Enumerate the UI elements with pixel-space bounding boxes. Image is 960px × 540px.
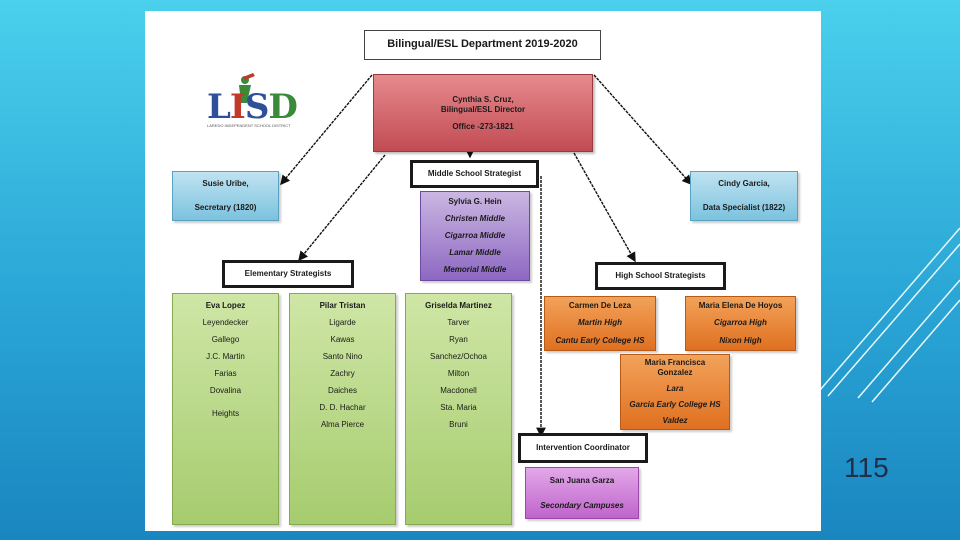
org-chart-sheet: Bilingual/ESL Department 2019-2020 LISD … [145, 11, 821, 531]
elementary-column-1: Eva Lopez Leyendecker Gallego J.C. Marti… [172, 293, 279, 525]
elementary-school: Heights [211, 408, 240, 418]
elementary-school: Tarver [447, 317, 470, 327]
high-school-item: Lara [666, 384, 684, 393]
high-school-item: Cigarroa High [714, 318, 767, 328]
lisd-logo: LISD LAREDO INDEPENDENT SCHOOL DISTRICT [207, 73, 298, 131]
high-school-box-3: Maria Francisca Gonzalez Lara Garcia Ear… [620, 354, 730, 430]
high-school-box-2: Maria Elena De Hoyos Cigarroa High Nixon… [685, 296, 796, 351]
high-school-item: Garcia Early College HS [629, 400, 721, 409]
elementary-school: Farias [214, 368, 237, 378]
elementary-column-2: Pilar Tristan Ligarde Kawas Santo Nino Z… [289, 293, 396, 525]
elementary-school: Ligarde [329, 317, 356, 327]
middle-school-item: Christen Middle [444, 214, 505, 224]
elementary-school: Santo Nino [322, 351, 363, 361]
elementary-strategist: Pilar Tristan [319, 300, 366, 310]
secretary-box: Susie Uribe, Secretary (1820) [172, 171, 279, 221]
data-specialist-name: Cindy Garcia, [718, 179, 770, 188]
elementary-label: Elementary Strategists [222, 260, 354, 288]
middle-school-box: Sylvia G. Hein Christen Middle Cigarroa … [420, 191, 530, 281]
logo-letter-d: D [268, 87, 298, 127]
connector-arrows [280, 74, 692, 438]
director-box: Cynthia S. Cruz, Bilingual/ESL Director … [373, 74, 593, 152]
high-school-strategist: Maria Elena De Hoyos [698, 300, 783, 310]
arrow-to-high-school [573, 152, 636, 263]
elementary-strategist: Eva Lopez [205, 300, 246, 310]
elementary-school: Dovalina [209, 385, 242, 395]
intervention-box: San Juana Garza Secondary Campuses [525, 467, 639, 519]
elementary-column-3: Griselda Martinez Tarver Ryan Sanchez/Oc… [405, 293, 512, 525]
director-name: Cynthia S. Cruz, [452, 94, 514, 104]
elementary-school: Sta. Maria [440, 402, 477, 412]
logo-letter-l: L [207, 87, 231, 127]
high-school-item: Nixon High [719, 336, 762, 346]
middle-school-item: Cigarroa Middle [444, 230, 506, 240]
high-school-item: Cantu Early College HS [555, 336, 645, 346]
director-office: Office -273-1821 [452, 121, 514, 131]
middle-school-item: Lamar Middle [449, 247, 501, 257]
high-school-label: High School Strategists [595, 262, 726, 290]
secretary-role: Secretary (1820) [194, 203, 257, 212]
data-specialist-role: Data Specialist (1822) [702, 203, 786, 212]
intervention-label: Intervention Coordinator [518, 433, 648, 463]
high-school-strategist: Maria Francisca Gonzalez [644, 358, 706, 377]
elementary-school: D. D. Hachar [319, 402, 366, 412]
logo-letter-s: S [244, 87, 270, 127]
elementary-school: Zachry [330, 368, 355, 378]
data-specialist-box: Cindy Garcia, Data Specialist (1822) [690, 171, 798, 221]
elementary-strategist: Griselda Martinez [425, 300, 492, 310]
director-role: Bilingual/ESL Director [440, 104, 526, 114]
high-school-box-1: Carmen De Leza Martin High Cantu Early C… [544, 296, 656, 351]
intervention-scope: Secondary Campuses [540, 500, 624, 510]
logo-letter-i: I [229, 87, 246, 127]
elementary-school: Alma Pierce [320, 419, 365, 429]
elementary-school: J.C. Martin [206, 351, 245, 361]
logo-tagline: LAREDO INDEPENDENT SCHOOL DISTRICT [207, 123, 291, 128]
elementary-school: Ryan [449, 334, 468, 344]
arrow-to-elementary [298, 154, 386, 262]
elementary-school: Sanchez/Ochoa [430, 351, 487, 361]
arrow-to-data-specialist [593, 74, 692, 186]
graduate-icon [239, 73, 255, 103]
page-number: 115 [844, 452, 889, 483]
middle-school-strategist: Sylvia G. Hein [448, 197, 502, 207]
arrow-to-secretary [280, 74, 373, 186]
elementary-school: Leyendecker [202, 317, 249, 327]
secretary-name: Susie Uribe, [202, 179, 249, 188]
intervention-name: San Juana Garza [549, 475, 615, 485]
middle-school-item: Memorial Middle [443, 264, 507, 274]
elementary-school: Milton [447, 368, 470, 378]
high-school-item: Valdez [662, 416, 688, 425]
high-school-item: Martin High [578, 318, 622, 328]
elementary-school: Kawas [330, 334, 355, 344]
elementary-school: Daiches [328, 385, 357, 395]
elementary-school: Macdonell [440, 385, 477, 395]
middle-school-label: Middle School Strategist [410, 160, 539, 188]
elementary-school: Gallego [211, 334, 240, 344]
elementary-school: Bruni [449, 419, 468, 429]
chart-title: Bilingual/ESL Department 2019-2020 [364, 30, 601, 60]
high-school-strategist: Carmen De Leza [568, 300, 632, 310]
